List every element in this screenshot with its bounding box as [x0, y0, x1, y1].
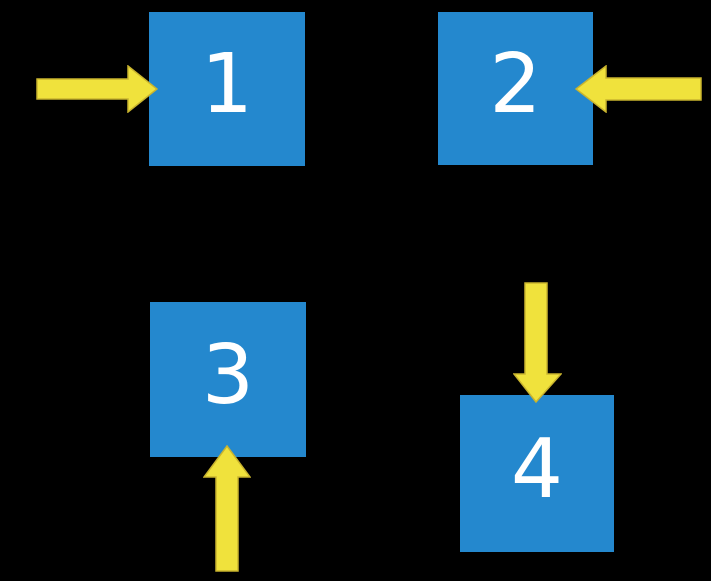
square-2[interactable]: 2: [438, 12, 593, 165]
arrow-right-icon: [36, 65, 158, 113]
square-4[interactable]: 4: [460, 395, 614, 552]
arrow-up-icon: [203, 445, 251, 572]
square-3-label: 3: [201, 327, 255, 423]
arrow-left-icon: [575, 65, 702, 113]
square-4-label: 4: [510, 421, 564, 517]
square-2-label: 2: [489, 36, 542, 132]
square-3[interactable]: 3: [150, 302, 306, 457]
arrow-down-icon: [513, 282, 562, 403]
square-1[interactable]: 1: [149, 12, 305, 166]
square-1-label: 1: [200, 37, 254, 132]
